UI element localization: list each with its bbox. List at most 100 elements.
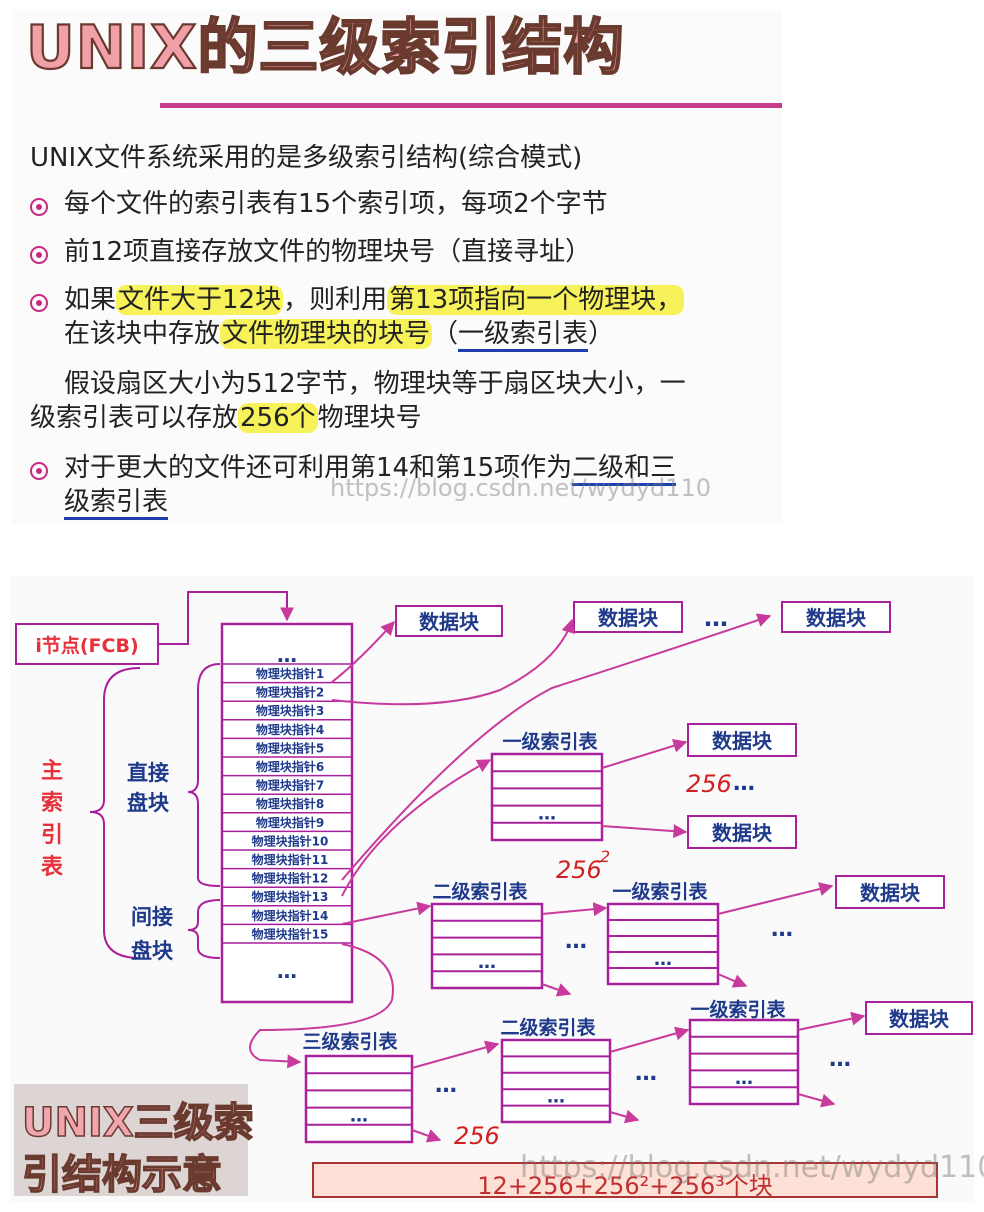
watermark-text: https://blog.csdn.net/wydyd110: [330, 474, 712, 502]
underlined-text: 一级索引表: [458, 319, 589, 352]
data-block: 数据块: [865, 1001, 973, 1035]
underlined-text: 二级和三: [572, 453, 677, 486]
caption-line-1: UNIX三级索: [21, 1099, 254, 1147]
data-block: 数据块: [687, 815, 797, 849]
caption-box: [14, 1084, 248, 1196]
indirect-label-2: 盘块: [131, 939, 174, 963]
ellipsis: …: [565, 929, 587, 954]
main-index-brace: [89, 667, 141, 959]
table-ellipsis: …: [538, 803, 556, 824]
ellipsis: …: [733, 771, 755, 796]
main-index-char-2: 索: [41, 791, 63, 816]
data-block: 数据块: [835, 875, 945, 909]
text-run: 物理块号: [317, 403, 422, 433]
pointer-entry: 物理块指针15: [252, 926, 329, 941]
pointer-entry: 物理块指针14: [252, 908, 329, 923]
level2-label: 二级索引表: [500, 1016, 596, 1039]
arrow-l1-to-block: [601, 739, 688, 769]
bullet-icon: [30, 198, 48, 216]
arrow-ptr15-to-l3: [249, 943, 394, 1069]
text-run: 对于更大的文件还可利用第14和第15项作为: [64, 453, 573, 483]
pointer-entry: 物理块指针10: [252, 833, 329, 848]
bullet-line-3-cont: 在该块中存放文件物理块的块号（一级索引表）: [64, 318, 615, 352]
intro-line: UNIX文件系统采用的是多级索引结构(综合模式): [30, 143, 583, 173]
pointer-entry: 物理块指针1: [256, 666, 324, 681]
ellipsis: …: [435, 1073, 457, 1098]
text-run: 如果: [64, 285, 117, 315]
arrow-l1-out: [717, 973, 748, 988]
pointer-entry: 物理块指针7: [256, 778, 324, 793]
direct-label-1: 直接: [127, 761, 169, 785]
bullet-icon: [30, 294, 48, 312]
indirect-brace: [187, 899, 221, 959]
table-ellipsis: …: [735, 1068, 753, 1089]
table-ellipsis: …: [654, 949, 672, 970]
data-block-label: 数据块: [860, 881, 921, 905]
arrow-l2-out: [541, 983, 572, 997]
text-run: ，则利用: [283, 285, 388, 315]
note-256-cube: 256: [454, 1122, 500, 1150]
arrow-ptr1-to-block: [331, 620, 395, 683]
main-index-char-4: 表: [41, 855, 64, 880]
note-exponent: 2: [600, 847, 610, 866]
index-table: …: [606, 902, 720, 986]
table-ellipsis: …: [478, 952, 496, 973]
arrow-l1-to-block: [601, 824, 688, 839]
arrow-l1-out: [797, 1093, 836, 1108]
text-run: ）: [588, 319, 615, 349]
bullet-line-1: 每个文件的索引表有15个索引项，每项2个字节: [64, 189, 608, 219]
underlined-text: 级索引表: [64, 487, 169, 520]
paragraph-line-2: 级索引表可以存放256个物理块号: [30, 402, 422, 434]
table-ellipsis-top: …: [277, 643, 297, 667]
direct-brace: [187, 663, 221, 887]
watermark-text: https://blog.csdn.net/wydyd110: [520, 1150, 984, 1185]
pointer-entry: 物理块指针4: [256, 722, 324, 737]
slide-panel: UNIX的三级索引结构 UNIX文件系统采用的是多级索引结构(综合模式) 每个文…: [12, 10, 782, 524]
text-run: （: [432, 319, 459, 349]
arrow-l1-to-block: [797, 1011, 866, 1031]
highlight-text: 文件物理块的块号: [220, 319, 433, 349]
pointer-entry: 物理块指针3: [256, 703, 324, 718]
data-block-label: 数据块: [712, 729, 773, 753]
index-table: …: [500, 1038, 612, 1124]
index-table: …: [490, 752, 604, 842]
arrow-ptr13-to-l1: [341, 759, 492, 897]
table-ellipsis: …: [350, 1105, 368, 1126]
pointer-entry: 物理块指针2: [256, 685, 324, 700]
inode-label: i节点(FCB): [35, 635, 138, 657]
main-index-char-3: 引: [41, 823, 63, 848]
index-table: …: [688, 1018, 800, 1106]
pointer-entry: 物理块指针13: [252, 889, 329, 904]
arrow-ptr14-to-l2: [341, 901, 432, 925]
arrow-l2-to-l1: [541, 902, 608, 917]
data-block: 数据块: [395, 605, 503, 637]
caption-line-2: 引结构示意: [21, 1151, 223, 1199]
ellipsis: …: [771, 917, 793, 942]
blocks-ellipsis: …: [704, 604, 728, 632]
bullet-line-3: 如果文件大于12块，则利用第13项指向一个物理块，: [64, 284, 685, 316]
block-count-box: 12+256+256²+256³个块: [312, 1162, 938, 1200]
arrow-l1-to-block: [717, 882, 834, 915]
text-run: 级索引表可以存放: [30, 403, 239, 433]
bullet-line-2: 前12项直接存放文件的物理块号（直接寻址）: [64, 237, 592, 267]
data-block: 数据块: [781, 601, 891, 633]
level1-label: 一级索引表: [612, 880, 708, 903]
arrow-l2-out: [609, 1109, 640, 1124]
pointer-entry: 物理块指针11: [252, 852, 329, 867]
note-256: 256: [686, 770, 732, 798]
direct-label-2: 盘块: [127, 791, 170, 815]
note-256-squared: 256: [556, 856, 602, 884]
table-ellipsis-bottom: …: [277, 959, 297, 983]
data-block-label: 数据块: [806, 606, 867, 630]
pointer-entry: 物理块指针9: [256, 815, 324, 830]
level1-label: 一级索引表: [502, 730, 598, 753]
data-block-label: 数据块: [598, 606, 659, 630]
inode-arrow: [158, 591, 294, 645]
highlight-text: 第13项指向一个物理块，: [387, 285, 685, 315]
pointer-entry: 物理块指针8: [256, 796, 324, 811]
level2-label: 二级索引表: [432, 880, 528, 903]
arrow-ptr12-to-block: [341, 613, 772, 881]
highlight-text: 256个: [238, 403, 318, 433]
indirect-label-1: 间接: [131, 905, 173, 929]
